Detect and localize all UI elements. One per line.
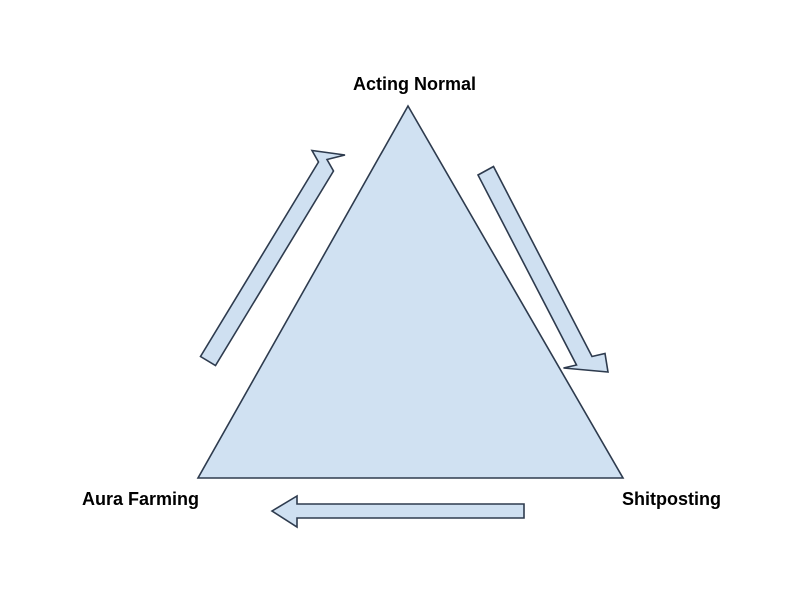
arrow-shitposting-to-aura-farming[interactable] [270,494,525,529]
arrow-aura-farming-to-acting-normal[interactable] [199,149,346,367]
vertex-label-shitposting: Shitposting [622,489,721,509]
right-arrow-body [476,165,609,373]
vertex-label-aura-farming: Aura Farming [82,489,200,509]
vertex-label-acting-normal: Acting Normal [353,74,477,94]
left-arrow-body [199,149,346,367]
arrow-acting-normal-to-shitposting[interactable] [476,165,609,373]
triangle-shape[interactable] [196,104,625,479]
bottom-arrow-body [270,494,525,529]
